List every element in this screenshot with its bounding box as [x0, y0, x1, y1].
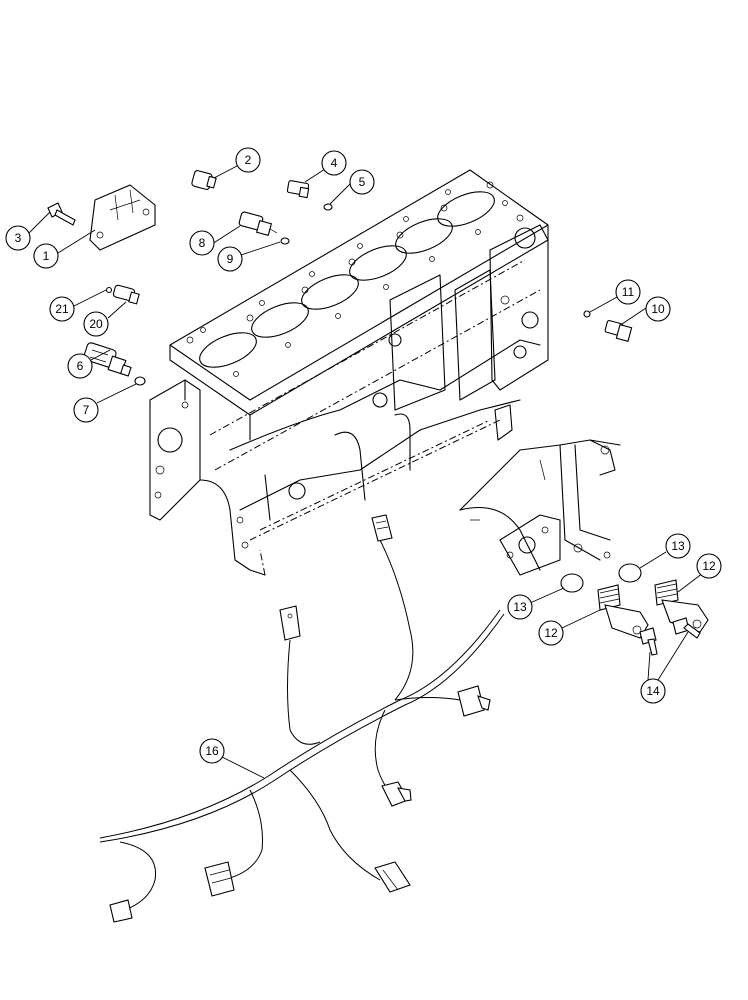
svg-text:13: 13	[671, 539, 685, 553]
callout-20: 20	[83, 311, 109, 337]
svg-text:1: 1	[43, 249, 50, 263]
svg-text:4: 4	[331, 156, 338, 170]
harness-connector	[371, 514, 393, 542]
bolt-part	[672, 617, 701, 639]
engine-block	[149, 169, 549, 576]
svg-text:6: 6	[77, 359, 84, 373]
leader-lines	[27, 165, 704, 779]
svg-text:10: 10	[651, 302, 665, 316]
svg-text:8: 8	[199, 236, 206, 250]
svg-text:21: 21	[55, 302, 69, 316]
callout-21: 21	[49, 296, 75, 322]
plug-part	[191, 170, 217, 190]
svg-text:2: 2	[245, 153, 252, 167]
bracket-part	[89, 184, 156, 251]
speed-sensor-part	[597, 584, 649, 639]
harness-connector	[381, 781, 412, 807]
callout-5: 5	[349, 169, 375, 195]
callout-10: 10	[645, 296, 671, 322]
harness-connector	[374, 861, 411, 893]
o-ring-part	[618, 563, 642, 583]
harness-connector	[109, 899, 133, 923]
callout-13-left: 13	[507, 594, 533, 620]
svg-text:9: 9	[227, 252, 234, 266]
o-ring-part	[560, 573, 584, 593]
svg-text:12: 12	[544, 626, 558, 640]
harness-connector	[457, 685, 491, 717]
wiring-harness	[99, 514, 505, 923]
callout-6: 6	[67, 353, 93, 379]
bolt-part	[47, 202, 76, 226]
o-ring-part	[134, 376, 146, 386]
sensor-part	[105, 284, 140, 305]
parts	[47, 170, 709, 656]
svg-text:3: 3	[15, 231, 22, 245]
svg-text:12: 12	[702, 559, 716, 573]
block-detail-inset	[459, 439, 621, 576]
callout-7: 7	[73, 397, 99, 423]
svg-text:16: 16	[205, 744, 219, 758]
callout-11: 11	[615, 279, 641, 305]
callout-4: 4	[321, 150, 347, 176]
harness-connector	[279, 605, 301, 641]
bolt-part	[639, 627, 658, 656]
svg-text:14: 14	[646, 684, 660, 698]
svg-text:5: 5	[359, 175, 366, 189]
speed-sensor-part	[654, 579, 709, 633]
callout-1: 1	[33, 243, 59, 269]
svg-text:11: 11	[622, 285, 635, 299]
callout-12-left: 12	[538, 620, 564, 646]
svg-text:13: 13	[513, 600, 527, 614]
svg-text:20: 20	[89, 317, 103, 331]
callout-13-right: 13	[665, 533, 691, 559]
callout-3: 3	[5, 225, 31, 251]
callout-9: 9	[217, 246, 243, 272]
callout-16: 16	[199, 738, 225, 764]
sensor-part	[604, 320, 633, 342]
o-ring-part	[280, 237, 290, 245]
callout-12-right: 12	[696, 553, 722, 579]
callout-14: 14	[640, 678, 666, 704]
svg-text:7: 7	[83, 403, 90, 417]
o-ring-part	[323, 203, 333, 211]
sensor-part	[238, 211, 278, 237]
callout-2: 2	[235, 147, 261, 173]
callout-8: 8	[189, 230, 215, 256]
fitting-part	[286, 180, 310, 199]
harness-connector	[204, 861, 235, 897]
o-ring-part	[583, 310, 591, 318]
